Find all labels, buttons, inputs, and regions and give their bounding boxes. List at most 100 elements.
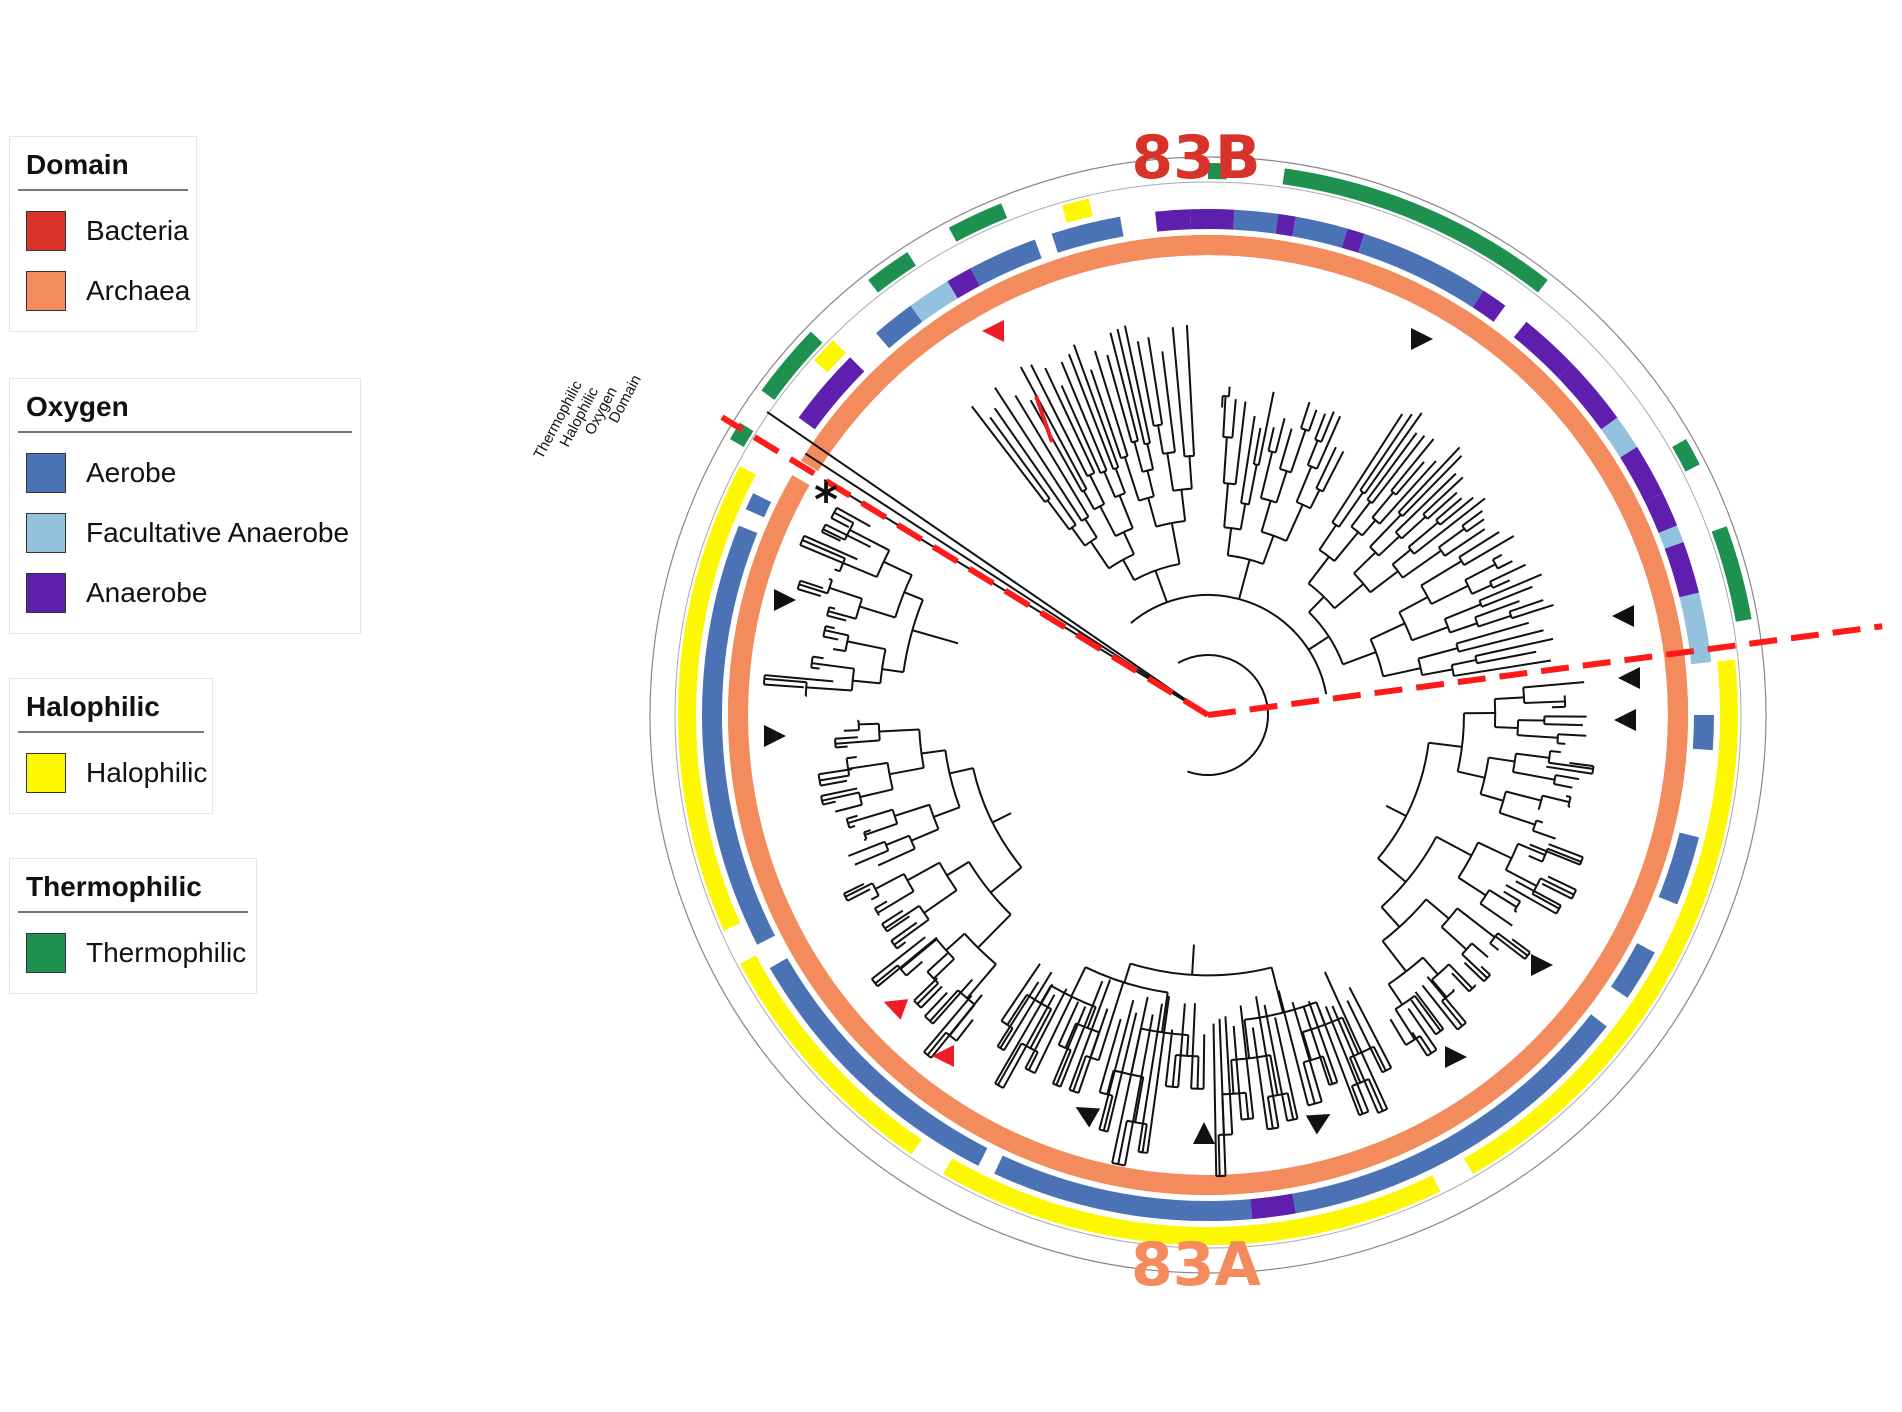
archaea-subclade-b-stem xyxy=(1266,1096,1274,1129)
archaea-subclade-a-tip xyxy=(1407,1007,1438,1051)
bacteria-subclade-a-tip xyxy=(1019,366,1088,490)
ring-thermophilic-segment xyxy=(1711,526,1752,622)
archaea-subclade-c-stem xyxy=(893,918,930,946)
archaea-subclade-a-tip xyxy=(1480,965,1491,976)
archaea-subclade-b-stem xyxy=(1086,1006,1097,1029)
long-branch-asterisk: * xyxy=(814,473,838,527)
ring-oxygen-segment xyxy=(1658,525,1684,549)
clade-label-83b: 83B xyxy=(1131,123,1260,193)
ring-labels: Thermophilic Halophilic Oxygen Domain xyxy=(531,372,645,462)
bacteria-subclade-c-tip xyxy=(1481,585,1533,608)
archaea-subclade-b-tip xyxy=(1232,1025,1243,1120)
archaea-subclade-a-tip xyxy=(1550,750,1562,754)
bacteria-subclade-b-stem xyxy=(1222,396,1227,438)
clade-divider-line xyxy=(1207,623,1883,718)
archaea-subclade-b-tip xyxy=(1051,1006,1087,1084)
ring-oxygen-segment xyxy=(1513,321,1572,378)
bacteria-subclade-a-tip xyxy=(994,387,1083,522)
bacteria-subclade-c-tip xyxy=(1465,518,1485,533)
archaea-subclade-c-tip xyxy=(846,814,858,820)
archaea-subclade-b-stem xyxy=(1186,1035,1190,1056)
bacteria-subclade-c-stem xyxy=(1318,524,1337,551)
archaea-subclade-c-tip xyxy=(932,978,974,1025)
archaea-subclade-c-node-arc xyxy=(908,835,916,850)
archaea-subclade-c-tip xyxy=(834,736,858,740)
archaea-subclade-a-stem xyxy=(1488,756,1515,763)
bacteria-subclade-a-tip xyxy=(1136,341,1155,427)
archaea-subclade-a-tip xyxy=(1410,999,1437,1036)
archaea-subclade-a-stem xyxy=(1435,835,1472,857)
clade-marker-triangle xyxy=(982,320,1004,342)
archaea-subclade-d-tip xyxy=(803,534,858,561)
bacteria-subclade-a-tip xyxy=(1185,324,1196,456)
archaea-subclade-c-stem xyxy=(821,791,860,802)
bacteria-subclade-c-tip xyxy=(1461,510,1483,527)
archaea-subclade-a-stem xyxy=(1457,876,1487,897)
ring-oxygen-segment xyxy=(757,935,788,968)
archaea-subclade-b-stem xyxy=(1072,1055,1087,1092)
archaea-subclade-d-tip xyxy=(797,588,822,598)
archaea-subclade-b-tip xyxy=(1255,996,1280,1128)
bacteria-subclade-a-tip xyxy=(993,407,1077,526)
bacteria-subclade-b-stem xyxy=(1239,503,1247,530)
archaea-subclade-c-stem xyxy=(929,989,959,1022)
bacteria-subclade-a-tip xyxy=(1030,364,1089,477)
archaea-subclade-a-stem xyxy=(1497,932,1529,957)
archaea-subclade-b-tip xyxy=(1111,996,1149,1164)
archaea-subclade-c-tip xyxy=(890,921,918,942)
bacteria-subclade-a-stem xyxy=(1103,471,1117,498)
bacteria-subclade-c-tip xyxy=(1363,412,1423,495)
archaea-subclade-b-stem xyxy=(1367,1078,1384,1112)
archaea-subclade-d-tip xyxy=(799,544,845,565)
archaea-subclade-b-tip xyxy=(1190,1003,1196,1089)
bacteria-subclade-c-stem xyxy=(1369,514,1402,548)
archaea-subclade-a-tip xyxy=(1547,875,1577,891)
archaea-subclade-c-tip xyxy=(843,882,865,895)
archaea-subclade-d-tip xyxy=(764,674,834,683)
archaea-subclade-c-tip xyxy=(849,824,856,829)
bacteria-subclade-b-stem xyxy=(1290,429,1307,473)
archaea-subclade-a-tip xyxy=(1515,880,1562,907)
bacteria-subclade-a-tip xyxy=(1090,369,1122,459)
archaea-subclade-d-tip xyxy=(829,606,836,610)
archaea-subclade-c-stem xyxy=(879,728,920,733)
ring-oxygen-segment xyxy=(1358,233,1484,308)
clade-label-83a: 83A xyxy=(1131,1230,1261,1300)
archaea-subclade-b-stem xyxy=(1006,994,1028,1026)
bacteria-subclade-b-stem xyxy=(1222,437,1228,484)
archaea-subclade-c-tip xyxy=(920,985,943,1009)
archaea-subclade-c-stem xyxy=(864,822,898,836)
archaea-subclade-c-tip xyxy=(905,960,924,977)
archaea-subclade-c-stem xyxy=(874,964,899,985)
archaea-subclade-a-tip xyxy=(1544,723,1583,727)
archaea-subclade-c-tip xyxy=(848,840,886,857)
ring-oxygen xyxy=(702,209,1714,1221)
ring-thermophilic-segment xyxy=(810,280,879,343)
bacteria-subclade-c-tip xyxy=(1458,629,1544,653)
archaea-subclade-a-stem xyxy=(1477,841,1513,860)
archaea-subclade-a-node-arc xyxy=(1440,907,1459,928)
archaea-subclade-d-tip xyxy=(812,655,824,660)
archaea-subclade-c-stem xyxy=(845,882,873,898)
archaea-subclade-b-stem xyxy=(1070,966,1087,997)
archaea-subclade-b-stem xyxy=(1372,1046,1387,1072)
archaea-subclade-c-stem xyxy=(847,808,893,824)
bacteria-subclade-b-tip xyxy=(1221,396,1224,408)
bacteria-subclade-c-node-arc xyxy=(1474,616,1480,627)
bacteria-subclade-a-tip xyxy=(971,405,1046,503)
legend-label-bacteria: Bacteria xyxy=(86,215,189,246)
ring-oxygen-segment xyxy=(1644,493,1678,533)
ring-oxygen-segment xyxy=(1275,213,1296,237)
archaea-subclade-c-stem xyxy=(847,761,888,770)
ring-oxygen-segment xyxy=(1190,209,1235,230)
archaea-subclade-a-node-arc xyxy=(1537,795,1544,810)
archaea-subclade-b-tip xyxy=(1164,1029,1174,1087)
archaea-subclade-b-stem xyxy=(1141,1124,1148,1153)
archaea-subclade-d-stem xyxy=(806,686,852,692)
archaea-subclade-b-tip xyxy=(1239,1005,1255,1119)
ring-thermophilic xyxy=(656,163,1760,1267)
bacteria-subclade-c-stem xyxy=(1307,556,1330,585)
archaea-subclade-a-tip xyxy=(1557,742,1566,745)
clade-marker-triangle xyxy=(1305,1114,1331,1135)
archaea-subclade-c-stem xyxy=(966,963,997,999)
